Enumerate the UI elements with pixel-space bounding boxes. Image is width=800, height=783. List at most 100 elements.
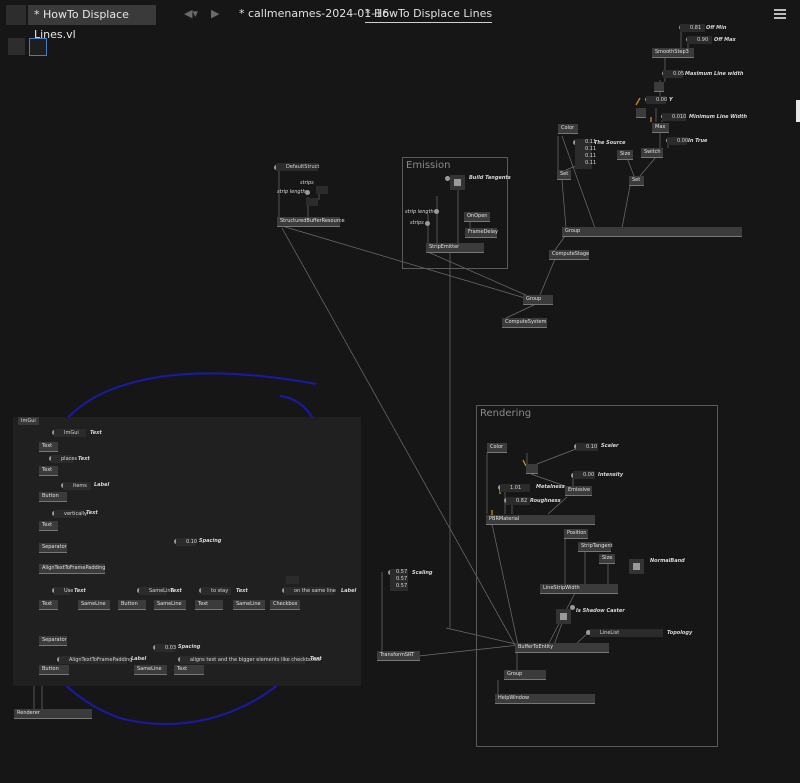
hamburger-menu-icon[interactable]	[774, 9, 786, 21]
row-text-node[interactable]: Text	[39, 600, 58, 610]
row-tostay-io[interactable]: to stay	[201, 587, 231, 595]
aligns-text-io[interactable]: aligns text and the bigger elements like…	[180, 656, 320, 664]
text3-io[interactable]: vertically.	[54, 510, 88, 518]
breadcrumb-parent[interactable]: * callmenames-2024-01-16	[239, 7, 390, 20]
row-sameline-node-3[interactable]: SameLine	[233, 600, 265, 610]
scaler-label: Scaler	[601, 443, 619, 449]
rendering-size-node[interactable]: Size	[599, 554, 615, 564]
document-tab[interactable]: * HowTo Displace Lines.vl	[28, 5, 156, 41]
spacing-io[interactable]: 0.10	[176, 538, 197, 546]
computesystem-node[interactable]: ComputeSystem	[502, 318, 547, 328]
group-node-mid[interactable]: Group	[523, 295, 553, 305]
set-node-2[interactable]: Set	[629, 176, 644, 186]
text1-io[interactable]: ImGui	[54, 429, 86, 437]
row-use-io[interactable]: Use	[54, 587, 73, 595]
computestage-node[interactable]: ComputeStage	[549, 250, 589, 260]
color-node[interactable]: Color	[558, 124, 578, 134]
sidebar-toggle-button[interactable]	[6, 5, 26, 25]
spacing2-io[interactable]: 0.03	[155, 644, 176, 652]
stripemitter-node[interactable]: StripEmitter	[426, 243, 484, 253]
position-node[interactable]: Position	[564, 529, 588, 539]
shadowcaster-toggle[interactable]	[556, 609, 571, 624]
offmax-io[interactable]: 0.90	[687, 36, 712, 44]
framedelay-node[interactable]: FrameDelay	[465, 228, 498, 238]
row-sameline-node-1[interactable]: SameLine	[78, 600, 110, 610]
toolbar-button-2[interactable]	[29, 38, 47, 56]
pin[interactable]	[586, 630, 591, 635]
strips-io[interactable]	[316, 186, 328, 194]
pin[interactable]	[445, 176, 450, 181]
last-text-node[interactable]: Text	[174, 665, 204, 675]
switch-node[interactable]: Switch	[641, 148, 663, 158]
minlinewidth-io[interactable]: 0.010	[662, 113, 686, 121]
rendering-group-node[interactable]: Group	[504, 670, 546, 680]
emission-region[interactable]: Emission	[402, 157, 508, 269]
toolbar-button-1[interactable]	[8, 38, 25, 55]
emissive-node[interactable]: Emissive	[565, 486, 592, 496]
pin[interactable]	[434, 209, 439, 214]
row-button-node[interactable]: Button	[118, 600, 146, 610]
rendering-title: Rendering	[480, 408, 532, 419]
defaultstruct-io[interactable]: DefaultStruct	[276, 163, 319, 171]
striplength-io[interactable]	[306, 198, 318, 206]
aligntext2-io[interactable]: AlignTextToFramePadding	[59, 656, 132, 664]
smoothstep-node[interactable]: SmoothStep3	[652, 48, 694, 58]
row-checkbox-node[interactable]: Checkbox	[270, 600, 300, 610]
pin[interactable]	[425, 221, 430, 226]
y-io[interactable]: 0.00	[646, 96, 667, 104]
helpwindow-node[interactable]: HelpWindow	[495, 694, 595, 704]
nav-back-icon[interactable]: ◀▾	[184, 7, 198, 20]
pin[interactable]	[570, 605, 575, 610]
onopen-node[interactable]: OnOpen	[464, 212, 490, 222]
row-text-node-2[interactable]: Text	[195, 600, 223, 610]
vertical-scrollbar[interactable]	[796, 100, 800, 122]
text1-node[interactable]: Text	[39, 442, 58, 452]
linelist-select[interactable]: LineList	[590, 629, 663, 637]
build-tangents-toggle[interactable]	[450, 175, 465, 190]
renderer-node[interactable]: Renderer	[14, 709, 92, 719]
last-sameline-node[interactable]: SameLine	[134, 665, 167, 675]
rendering-multiply-node[interactable]	[526, 464, 538, 474]
offmin-io[interactable]: 0.81	[680, 24, 705, 32]
text2-io[interactable]: places	[51, 455, 77, 463]
max-node[interactable]: Max	[652, 123, 669, 133]
striptangent-node[interactable]: StripTangent	[578, 542, 613, 552]
intensity-io[interactable]: 0.00	[573, 471, 595, 479]
row-sameline-node-2[interactable]: SameLine	[154, 600, 186, 610]
roughness-io[interactable]: 0.82	[506, 497, 530, 505]
breadcrumb-current[interactable]: * HowTo Displace Lines	[365, 6, 493, 23]
linestripwidth-node[interactable]: LineStripWidth	[540, 584, 618, 594]
aligntext1-node[interactable]: AlignTextToFramePadding	[39, 564, 105, 574]
imgui-header[interactable]: ImGui	[18, 417, 39, 425]
nav-forward-icon[interactable]: ▶	[211, 7, 220, 20]
metalness-io[interactable]: 1.01	[500, 484, 530, 492]
group-node-top[interactable]: Group	[562, 227, 742, 237]
add-node[interactable]	[636, 108, 646, 118]
separator1-node[interactable]: Separator	[39, 543, 67, 553]
text3-node[interactable]: Text	[39, 521, 58, 531]
maxlinewidth-io[interactable]: 0.05	[663, 70, 684, 78]
button1-node[interactable]: Button	[39, 492, 67, 502]
size-node[interactable]: Size	[617, 150, 633, 160]
transformsrt-node[interactable]: TransformSRT	[377, 651, 420, 661]
buffertoentity-node[interactable]: BufferToEntity	[515, 643, 609, 653]
row-sameline-io[interactable]: SameLine	[139, 587, 174, 595]
text2-node[interactable]: Text	[39, 466, 58, 476]
structuredbufferresource-node[interactable]: StructuredBufferResource	[277, 217, 345, 227]
button1-io[interactable]: items	[63, 482, 91, 490]
normalband-toggle[interactable]	[629, 559, 644, 574]
pin[interactable]	[305, 190, 310, 195]
intrue-io[interactable]: 0.00	[667, 137, 688, 145]
rendering-region[interactable]: Rendering	[476, 405, 718, 747]
row-sameline2-io[interactable]: on the same line	[284, 587, 336, 595]
rendering-color-node[interactable]: Color	[487, 443, 507, 453]
multiply-node[interactable]	[654, 82, 664, 92]
scaler-io[interactable]: 0.10	[576, 443, 598, 451]
last-button-node[interactable]: Button	[39, 665, 69, 675]
pbrmaterial-node[interactable]: PBRMaterial	[486, 515, 595, 525]
separator2-node[interactable]: Separator	[39, 636, 67, 646]
set-node-1[interactable]: Set	[557, 170, 571, 180]
checkbox-value[interactable]	[286, 576, 299, 584]
